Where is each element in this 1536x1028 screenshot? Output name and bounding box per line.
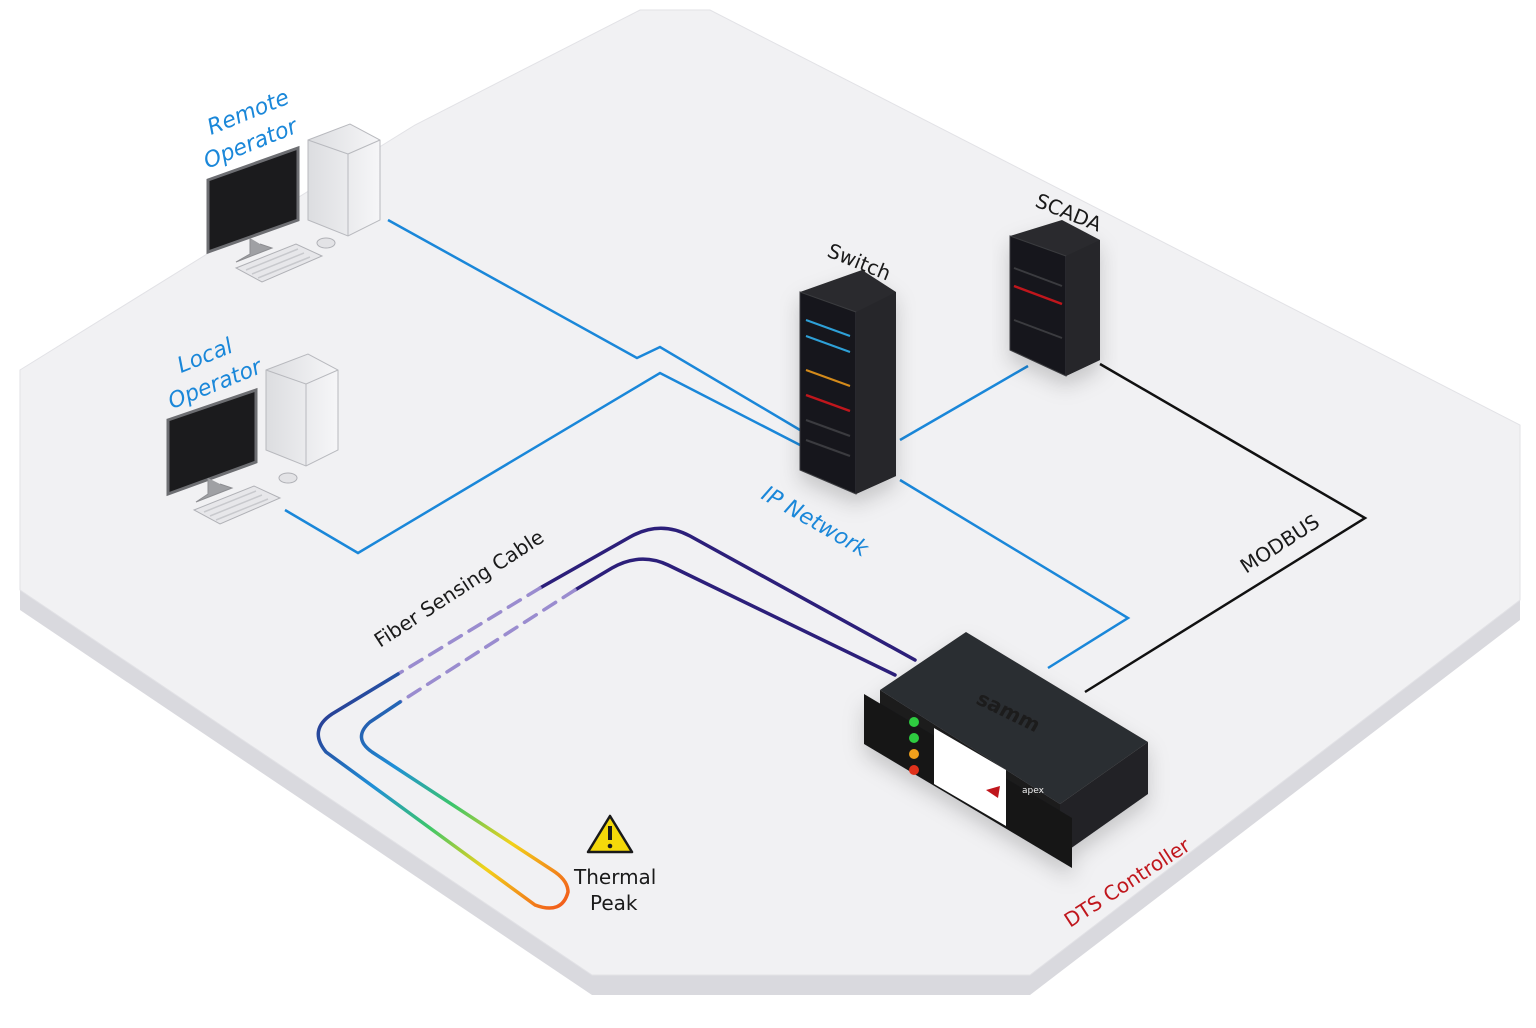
pc-tower-icon	[265, 353, 339, 467]
warning-triangle-icon	[586, 814, 634, 854]
status-led	[909, 717, 919, 727]
ip-network-links	[284, 218, 1131, 670]
monitor-icon	[206, 145, 300, 263]
mouse-icon	[278, 472, 298, 484]
dts-controller: samm apex	[864, 632, 1148, 868]
thermal-peak-label-2: Peak	[590, 891, 638, 915]
link-remote-to-switch	[387, 218, 801, 432]
remote-operator-workstation	[206, 123, 381, 283]
mouse-icon	[316, 237, 336, 249]
link-local-to-switch	[284, 371, 801, 555]
local-operator-workstation	[166, 353, 339, 525]
switch-rack	[799, 270, 896, 495]
pc-tower-icon	[307, 123, 381, 237]
keyboard-icon	[192, 485, 282, 525]
scada-rack	[1009, 220, 1100, 377]
fiber-sensing-cable	[316, 526, 917, 910]
status-led	[909, 765, 919, 775]
monitor-icon	[166, 387, 258, 503]
status-led	[909, 749, 919, 759]
link-modbus	[1084, 362, 1368, 694]
model-badge: apex	[1022, 786, 1045, 796]
keyboard-icon	[234, 243, 324, 283]
thermal-peak-label-1: Thermal	[573, 865, 656, 889]
link-switch-to-scada	[899, 364, 1029, 442]
link-switch-to-dts	[899, 478, 1131, 670]
status-led	[909, 733, 919, 743]
